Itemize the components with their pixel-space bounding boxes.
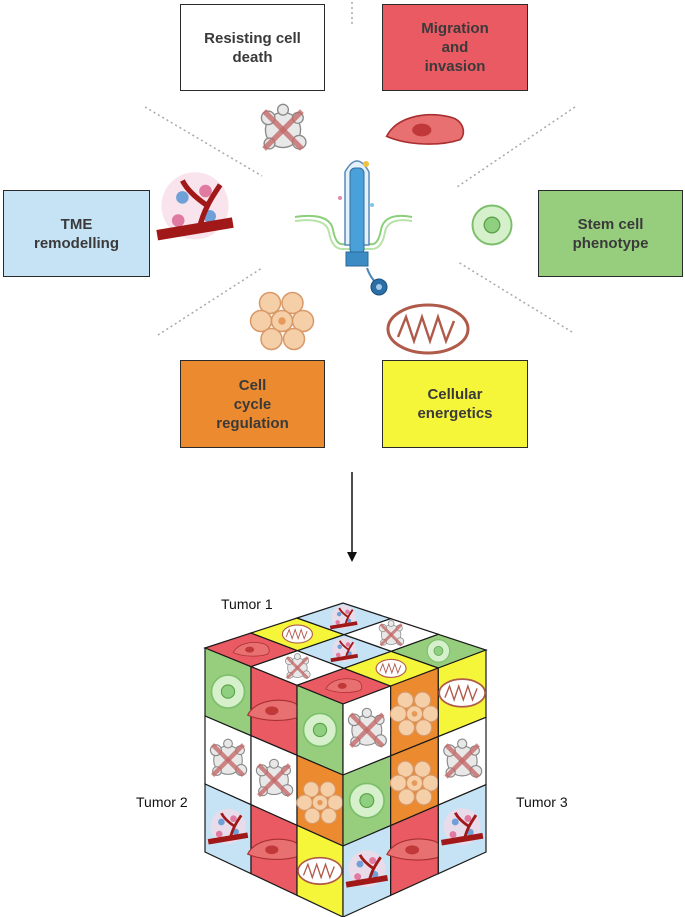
resisting-cell-death-icon	[261, 104, 306, 149]
cellular-energetics-box: Cellular energetics	[382, 360, 528, 448]
resisting-cell-death-tile-icon	[348, 708, 386, 746]
spoke-lines	[144, 2, 576, 336]
migration-cell-icon	[385, 114, 465, 145]
resisting-cell-death-tile-icon	[283, 652, 312, 680]
resisting-cell-death-tile-icon	[210, 739, 246, 775]
down-arrow	[347, 472, 357, 562]
stem-cell-phenotype-tile-icon	[348, 782, 385, 819]
cellular-energetics-tile-icon	[281, 624, 313, 644]
tme-remodelling-box: TME remodelling	[3, 190, 150, 277]
tme-remodelling-label: TME remodelling	[33, 215, 119, 252]
mitochondrion-icon	[386, 303, 470, 355]
cell-cluster-icon	[249, 291, 315, 351]
tumor-1-label: Tumor 1	[221, 596, 273, 612]
stem-cell-phenotype-tile-icon	[210, 674, 246, 709]
stem-cell-phenotype-tile-icon	[426, 639, 451, 663]
cell-cycle-regulation-label: Cell cycle regulation	[216, 376, 289, 432]
stem-cell-phenotype-label: Stem cell phenotype	[572, 215, 649, 252]
tumor-2-label: Tumor 2	[136, 794, 188, 810]
cell-cycle-regulation-box: Cell cycle regulation	[180, 360, 325, 448]
tumor-cube	[203, 602, 488, 917]
resisting-cell-death-box: Resisting cell death	[180, 4, 325, 91]
primary-cilium-icon	[294, 160, 413, 296]
cellular-energetics-label: Cellular energetics	[417, 386, 493, 422]
cellular-energetics-tile-icon	[297, 856, 343, 885]
cellular-energetics-tile-icon	[375, 658, 407, 678]
stem-cell-phenotype-tile-icon	[302, 712, 338, 748]
resisting-cell-death-label: Resisting cell death	[204, 29, 301, 66]
stem-cell-icon	[471, 204, 513, 246]
resisting-cell-death-tile-icon	[377, 619, 406, 647]
resisting-cell-death-tile-icon	[256, 759, 292, 795]
migration-invasion-box: Migration and invasion	[382, 4, 528, 91]
stem-cell-phenotype-box: Stem cell phenotype	[538, 190, 683, 277]
cellular-energetics-tile-icon	[438, 678, 487, 708]
tumor-3-label: Tumor 3	[516, 794, 568, 810]
tme-vessel-icon	[157, 172, 233, 239]
resisting-cell-death-tile-icon	[444, 739, 482, 777]
migration-invasion-label: Migration and invasion	[421, 20, 489, 75]
